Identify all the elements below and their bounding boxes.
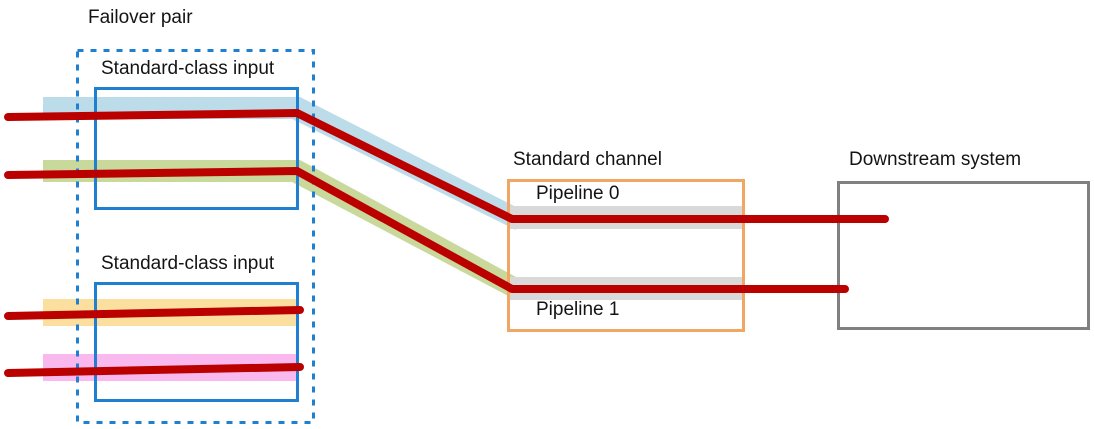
downstream-system-label: Downstream system: [849, 149, 1022, 170]
data-line-blue-path: [4, 109, 889, 223]
standard-channel-box[interactable]: [507, 179, 745, 332]
data-line-yellow-path: [4, 306, 304, 320]
failover-pair-dashed-box: [76, 49, 315, 424]
standard-class-input-label-0: Standard-class input: [101, 58, 275, 79]
data-line-green-path: [4, 167, 849, 293]
pipeline-0-label: Pipeline 0: [536, 183, 620, 204]
standard-class-input-box-1[interactable]: [94, 282, 299, 402]
standard-channel-label: Standard channel: [513, 149, 662, 170]
blue-flow-band: [43, 97, 516, 230]
standard-class-input-label-1: Standard-class input: [101, 253, 275, 274]
failover-pair-label: Failover pair: [88, 7, 193, 28]
downstream-system-box[interactable]: [837, 181, 1090, 330]
standard-class-input-box-0[interactable]: [94, 87, 299, 210]
data-line-pink-path: [4, 363, 304, 377]
pipeline-1-label: Pipeline 1: [536, 299, 620, 320]
